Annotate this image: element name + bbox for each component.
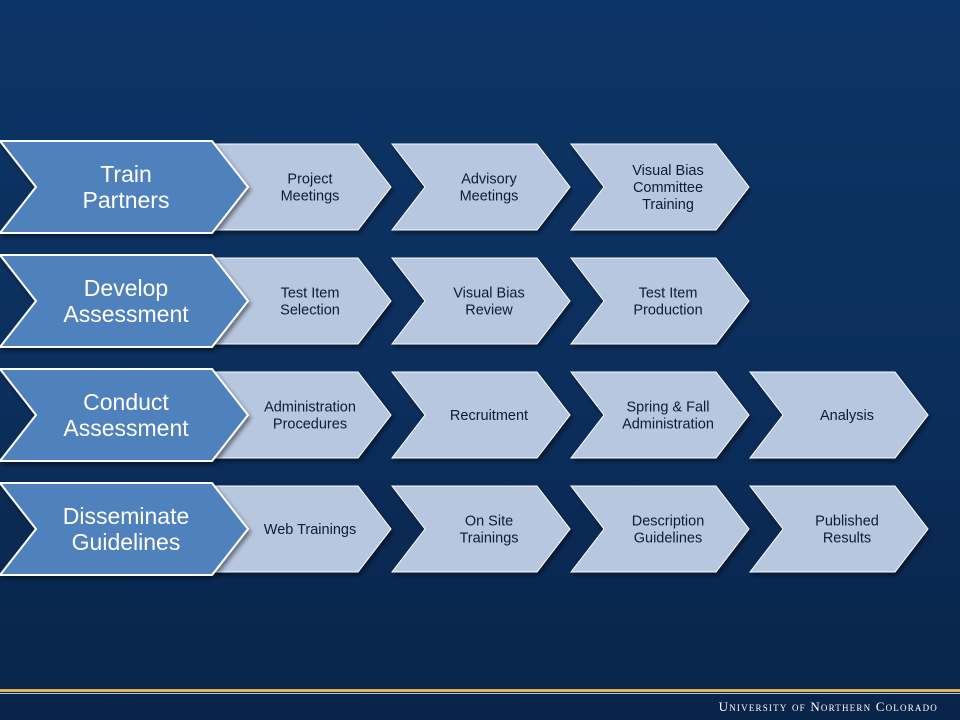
- step-chevron: [390, 485, 571, 573]
- step-chevron: [569, 143, 750, 231]
- phase-chevron: [0, 482, 250, 576]
- phase-chevron: [0, 140, 250, 234]
- step-chevron: [390, 371, 571, 459]
- step-label: Analysis: [820, 408, 874, 424]
- footer-gold-rule: [0, 689, 960, 692]
- step-label: Recruitment: [450, 408, 528, 424]
- step-chevron: [390, 257, 571, 345]
- phase-chevron: [0, 368, 250, 462]
- step-chevron: [569, 371, 750, 459]
- phase-chevron: [0, 254, 250, 348]
- footer-white-rule: [0, 693, 960, 694]
- step-label: Web Trainings: [264, 522, 356, 538]
- step-chevron: [569, 257, 750, 345]
- step-chevron: [569, 485, 750, 573]
- step-chevron: [748, 485, 929, 573]
- step-chevron: [390, 143, 571, 231]
- university-logo: University of Northern Colorado: [718, 699, 938, 714]
- step-chevron: [748, 371, 929, 459]
